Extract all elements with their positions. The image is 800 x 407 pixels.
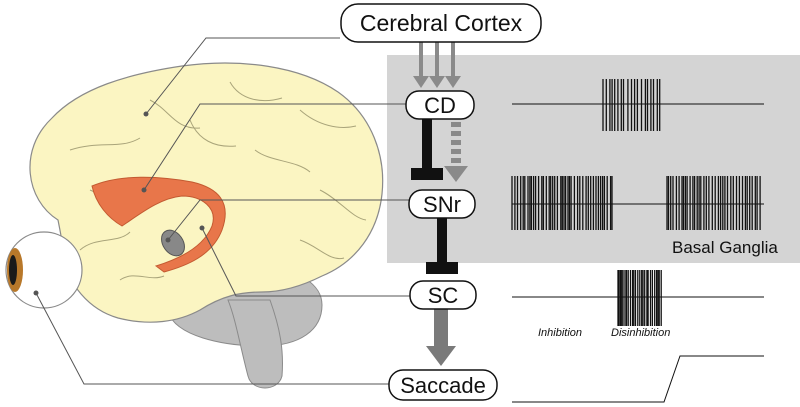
node-saccade-label: Saccade xyxy=(400,373,486,398)
eye-leader-line xyxy=(35,292,390,385)
spike-train-snr xyxy=(511,176,764,230)
brain-illustration-icon xyxy=(29,62,384,389)
caudate-nucleus-shape xyxy=(91,176,226,273)
spike-train-sc-spikes xyxy=(617,270,662,326)
node-cd: CD xyxy=(405,90,475,120)
leader-lines xyxy=(35,37,410,385)
sc-to-saccade-arrow xyxy=(426,308,456,366)
spike-train-cd-spikes xyxy=(602,79,661,131)
cd-to-snr-inhibition xyxy=(411,118,443,180)
cortex-leader-line xyxy=(145,37,340,115)
spike-train-snr-spikes xyxy=(511,176,761,230)
cd-to-snr-dashed-arrow xyxy=(444,122,468,182)
spike-train-sc xyxy=(512,270,764,326)
brain-sulci xyxy=(69,81,367,281)
eye-pupil-shape xyxy=(9,255,17,285)
sc-leader-line xyxy=(201,227,410,297)
basal-ganglia-panel xyxy=(387,55,800,263)
inhibition-label: Inhibition xyxy=(538,327,582,339)
saccade-eye-position-trace xyxy=(512,355,764,403)
cortex-to-cd-arrows xyxy=(413,40,461,88)
node-snr-label: SNr xyxy=(423,192,461,217)
disinhibition-label: Disinhibition xyxy=(611,327,670,339)
basal-ganglia-label: Basal Ganglia xyxy=(672,238,778,257)
snr-to-sc-inhibition xyxy=(426,218,458,274)
subcortical-nucleus-shape xyxy=(161,229,185,257)
node-cd-label: CD xyxy=(424,93,456,118)
node-sc: SC xyxy=(409,280,477,310)
snr-leader-line xyxy=(167,199,410,241)
spike-train-cd xyxy=(512,79,764,131)
eye-illustration-icon xyxy=(5,231,83,309)
node-saccade: Saccade xyxy=(388,369,498,401)
node-cerebral-cortex: Cerebral Cortex xyxy=(340,3,542,43)
cd-leader-line xyxy=(143,103,406,191)
node-sc-label: SC xyxy=(428,283,459,308)
brainstem-shape xyxy=(227,299,283,389)
node-snr: SNr xyxy=(408,189,476,219)
node-cerebral-cortex-label: Cerebral Cortex xyxy=(360,10,523,36)
